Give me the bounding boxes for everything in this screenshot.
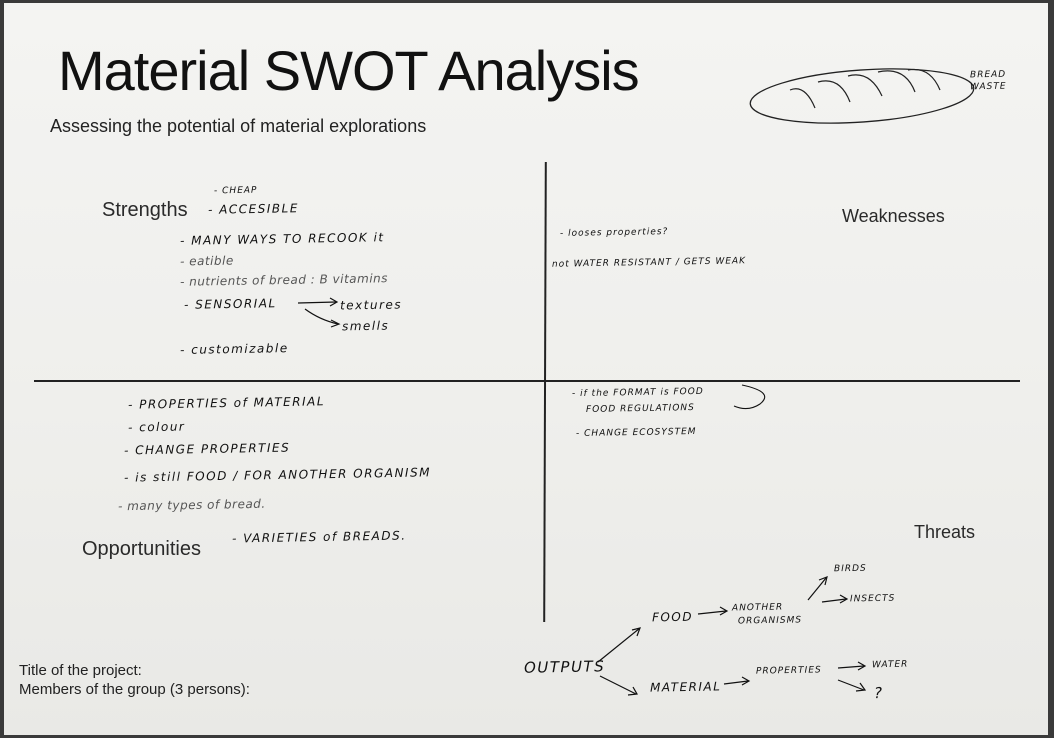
- horizontal-divider: [34, 380, 1020, 382]
- project-title-label: Title of the project:: [19, 662, 142, 679]
- page-subtitle: Assessing the potential of material expl…: [50, 116, 427, 136]
- strengths-heading: Strengths: [102, 199, 188, 221]
- group-members-label: Members of the group (3 persons):: [19, 681, 250, 698]
- weaknesses-heading: Weaknesses: [842, 206, 945, 226]
- threats-heading: Threats: [914, 522, 976, 542]
- page-title: Material SWOT Analysis: [58, 39, 640, 102]
- opportunities-heading: Opportunities: [82, 538, 201, 560]
- swot-worksheet: [4, 3, 1048, 735]
